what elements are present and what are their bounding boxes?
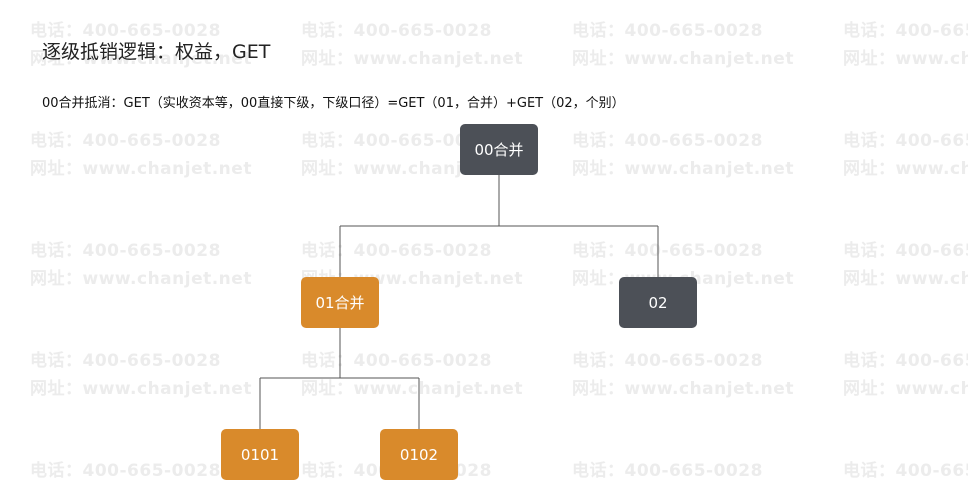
node-0102[interactable]: 0102	[380, 429, 458, 480]
node-0101[interactable]: 0101	[221, 429, 299, 480]
node-01-consolidated[interactable]: 01合并	[301, 277, 379, 328]
node-00-consolidated[interactable]: 00合并	[460, 124, 538, 175]
formula-text: 00合并抵消：GET（实收资本等，00直接下级，下级口径）=GET（01，合并）…	[42, 96, 625, 111]
node-02[interactable]: 02	[619, 277, 697, 328]
page-title: 逐级抵销逻辑：权益，GET	[42, 41, 271, 63]
